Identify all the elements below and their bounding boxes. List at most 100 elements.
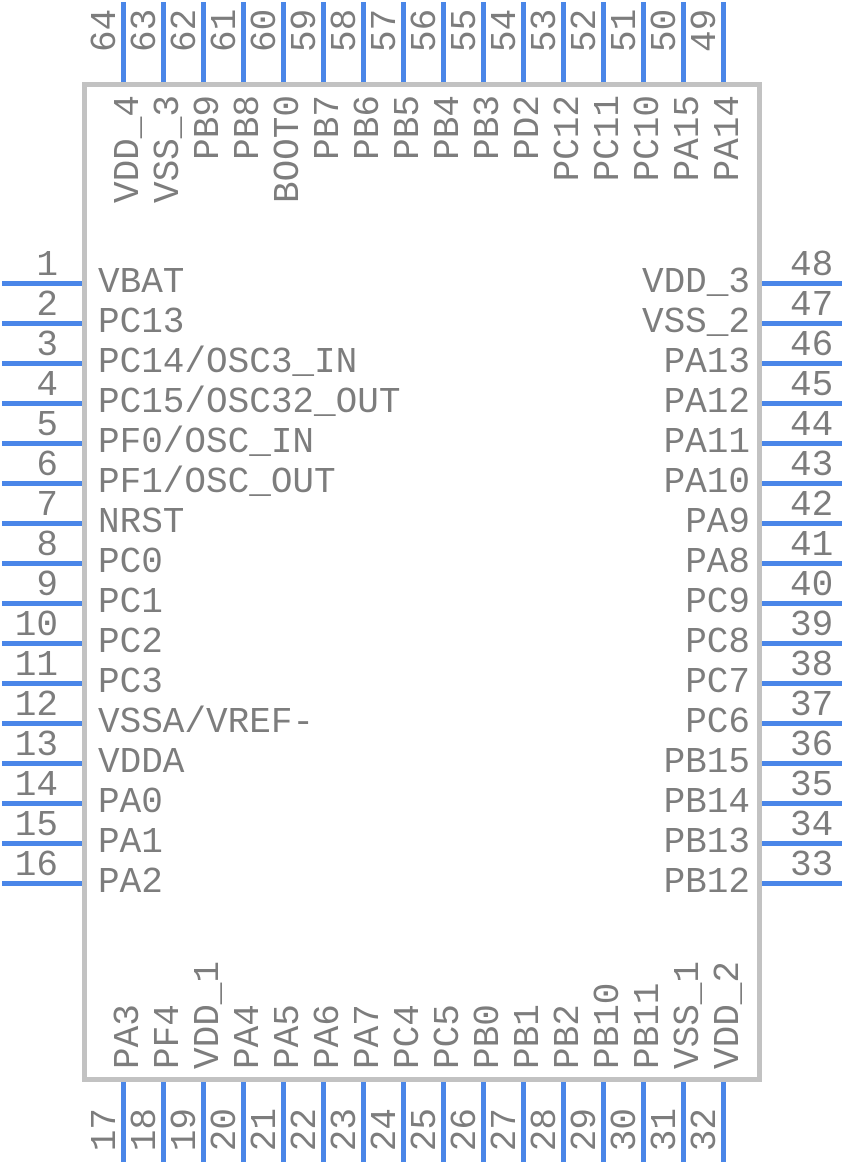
pin-line	[762, 561, 842, 566]
pin-number: 64	[85, 8, 126, 52]
pin-number: 30	[605, 1108, 646, 1152]
pin-label: VSS_3	[148, 95, 189, 204]
pin-line	[161, 1082, 166, 1162]
pin-label: PC10	[628, 95, 669, 182]
pin-line	[2, 561, 82, 566]
pin-line	[401, 1082, 406, 1162]
pin-number: 59	[285, 8, 326, 52]
pin-line	[521, 2, 526, 82]
pin-number: 7	[36, 485, 58, 526]
pin-line	[2, 641, 82, 646]
pin-line	[762, 281, 842, 286]
pin-number: 6	[36, 445, 58, 486]
pin-number: 5	[36, 405, 58, 446]
pin-number: 26	[445, 1108, 486, 1152]
pin-line	[2, 601, 82, 606]
pin-number: 9	[36, 565, 58, 606]
pin-label: PC9	[685, 582, 750, 623]
pin-label: VDDA	[98, 742, 185, 783]
pin-line	[762, 881, 842, 886]
pin-number: 37	[790, 685, 834, 726]
pin-line	[561, 2, 566, 82]
pin-line	[2, 761, 82, 766]
pin-line	[201, 1082, 206, 1162]
pin-number: 47	[790, 285, 834, 326]
pin-number: 11	[14, 645, 58, 686]
pin-line	[241, 1082, 246, 1162]
pin-label: PC6	[685, 702, 750, 743]
pin-label: PC4	[388, 1004, 429, 1069]
pin-number: 15	[14, 805, 58, 846]
pin-label: PA6	[308, 1004, 349, 1069]
pin-label: PA5	[268, 1004, 309, 1069]
pin-line	[2, 401, 82, 406]
pin-number: 57	[365, 8, 406, 52]
pin-number: 46	[790, 325, 834, 366]
pin-label: PA8	[685, 542, 750, 583]
pin-number: 34	[790, 805, 834, 846]
pin-label: PB9	[188, 95, 229, 160]
pin-number: 4	[36, 365, 58, 406]
pin-label: PC2	[98, 622, 163, 663]
pin-line	[2, 441, 82, 446]
pin-number: 35	[790, 765, 834, 806]
pin-line	[601, 1082, 606, 1162]
pin-number: 51	[605, 8, 646, 52]
pin-number: 48	[790, 245, 834, 286]
pin-label: PC7	[685, 662, 750, 703]
pin-line	[2, 801, 82, 806]
pin-line	[762, 681, 842, 686]
pin-label: NRST	[98, 502, 185, 543]
pin-label: PB14	[663, 782, 750, 823]
pin-line	[561, 1082, 566, 1162]
pin-label: PC1	[98, 582, 163, 623]
pin-label: PB10	[588, 982, 629, 1069]
pin-number: 3	[36, 325, 58, 366]
pin-label: VDD_4	[108, 95, 149, 204]
pin-line	[2, 681, 82, 686]
pin-number: 32	[685, 1108, 726, 1152]
pin-number: 22	[285, 1108, 326, 1152]
pin-line	[762, 721, 842, 726]
pin-label: VDD_2	[708, 960, 749, 1069]
pin-label: PC11	[588, 95, 629, 182]
pin-line	[2, 521, 82, 526]
pin-label: PF1/OSC_OUT	[98, 462, 336, 503]
pin-line	[762, 641, 842, 646]
pin-number: 52	[565, 8, 606, 52]
pin-number: 55	[445, 8, 486, 52]
pin-line	[762, 481, 842, 486]
pin-number: 44	[790, 405, 834, 446]
pin-line	[2, 881, 82, 886]
pin-label: PB8	[228, 95, 269, 160]
pin-line	[762, 761, 842, 766]
pin-number: 40	[790, 565, 834, 606]
pin-line	[321, 1082, 326, 1162]
pin-number: 43	[790, 445, 834, 486]
pin-label: PA4	[228, 1004, 269, 1069]
pin-label: VSS_2	[641, 302, 750, 343]
pin-number: 41	[790, 525, 834, 566]
pin-label: PB12	[663, 862, 750, 903]
pin-line	[721, 2, 726, 82]
pin-label: PA14	[708, 95, 749, 182]
pin-number: 25	[405, 1108, 446, 1152]
pin-label: PB13	[663, 822, 750, 863]
pin-label: PD2	[508, 95, 549, 160]
pin-number: 19	[165, 1108, 206, 1152]
pin-line	[2, 721, 82, 726]
pin-line	[762, 601, 842, 606]
pin-number: 45	[790, 365, 834, 406]
pin-line	[441, 2, 446, 82]
pin-line	[762, 401, 842, 406]
pin-label: PA12	[663, 382, 750, 423]
pin-line	[721, 1082, 726, 1162]
pin-number: 62	[165, 8, 206, 52]
pin-label: PB11	[628, 982, 669, 1069]
pin-label: VSS_1	[668, 960, 709, 1069]
pin-number: 50	[645, 8, 686, 52]
pin-label: VDD_3	[641, 262, 750, 303]
pin-label: PB15	[663, 742, 750, 783]
pin-label: PA11	[663, 422, 750, 463]
pin-number: 17	[85, 1108, 126, 1152]
